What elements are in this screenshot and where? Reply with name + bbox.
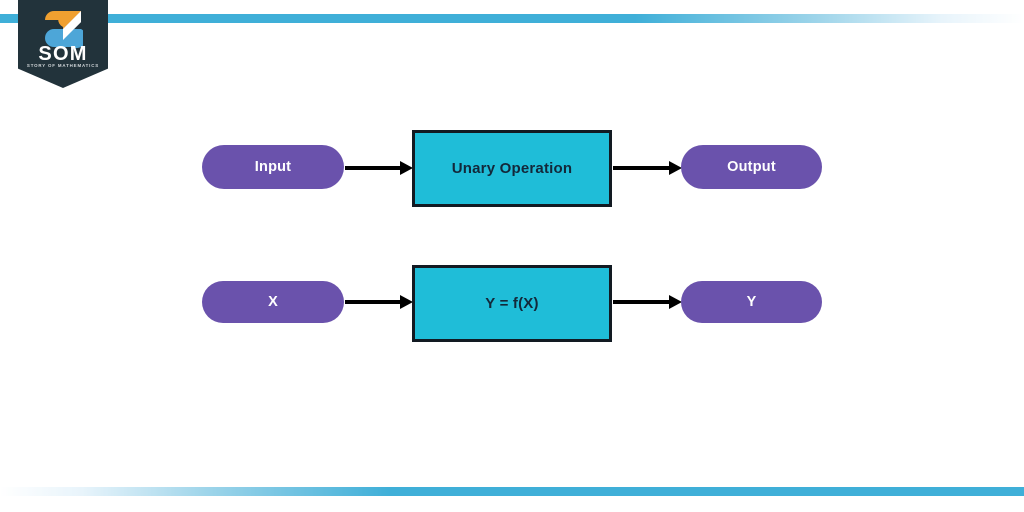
arrow-head-icon — [400, 295, 413, 309]
som-wordmark: SOM — [38, 43, 88, 65]
arrow-head-icon — [400, 161, 413, 175]
node-function: Y = f(X) — [412, 265, 612, 342]
arrow-input-to-operation — [345, 161, 413, 175]
arrow-operation-to-output — [613, 161, 682, 175]
arrow-shaft — [613, 300, 670, 304]
arrow-function-to-y — [613, 295, 682, 309]
som-logo-mark-icon — [45, 11, 83, 49]
som-logo-badge: SOM STORY OF MATHEMATICS — [18, 0, 108, 88]
flow-row-notation: X Y = f(X) Y — [0, 262, 1024, 342]
arrow-head-icon — [669, 295, 682, 309]
node-unary-operation: Unary Operation — [412, 130, 612, 207]
node-x: X — [202, 281, 344, 323]
arrow-shaft — [345, 166, 401, 170]
arrow-shaft — [345, 300, 401, 304]
som-tagline: STORY OF MATHEMATICS — [26, 63, 100, 68]
node-input: Input — [202, 145, 344, 189]
arrow-x-to-function — [345, 295, 413, 309]
top-accent-stripe — [0, 14, 1024, 23]
arrow-shaft — [613, 166, 670, 170]
node-y: Y — [681, 281, 822, 323]
flow-row-conceptual: Input Unary Operation Output — [0, 128, 1024, 208]
node-output: Output — [681, 145, 822, 189]
arrow-head-icon — [669, 161, 682, 175]
bottom-accent-stripe — [0, 487, 1024, 496]
